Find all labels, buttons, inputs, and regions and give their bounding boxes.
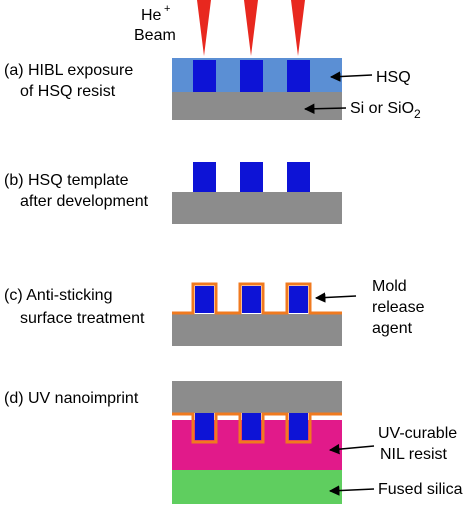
- mold-callout-line3: agent: [372, 320, 413, 337]
- substrate-callout-subscript: 2: [414, 107, 421, 121]
- step-c-release-agent-coating: [172, 282, 342, 315]
- step-c-stack: [172, 282, 342, 346]
- uv-callout-line1: UV-curable: [378, 425, 457, 442]
- step-a-exposed-feature-2: [240, 60, 263, 92]
- step-c-hsq-feature-1: [195, 286, 214, 313]
- nil-resist-arrow: [328, 443, 375, 455]
- beam-cone-2: [244, 0, 258, 56]
- step-c-title-line2: surface treatment: [20, 310, 145, 327]
- uv-callout-line2: NIL resist: [380, 446, 448, 463]
- step-d-mold-feature-3: [289, 413, 308, 440]
- release-agent-arrow: [314, 292, 357, 303]
- beam-label-beam: Beam: [134, 27, 176, 44]
- step-b-hsq-feature-2: [240, 162, 263, 192]
- beam-cone-3: [291, 0, 305, 56]
- step-d-mold-feature-1: [195, 413, 214, 440]
- step-b-hsq-feature-1: [193, 162, 216, 192]
- he-beam-label: He + Beam: [134, 3, 176, 44]
- beam-label-superscript: +: [164, 3, 170, 15]
- fused-silica-arrow: [328, 485, 375, 496]
- step-b-title-line1: (b) HSQ template: [4, 172, 129, 189]
- step-b-title-line2: after development: [20, 193, 149, 210]
- step-d-mold-substrate: [172, 381, 342, 413]
- substrate-callout-main: Si or SiO: [350, 100, 414, 117]
- step-d-stack: [172, 381, 342, 504]
- mold-callout-line1: Mold: [372, 278, 407, 295]
- step-a-exposed-feature-1: [193, 60, 216, 92]
- step-a-substrate: [172, 92, 342, 120]
- step-b-substrate: [172, 192, 342, 224]
- hsq-arrow: [329, 71, 373, 82]
- step-a-stack: [172, 58, 342, 120]
- step-d-fused-silica: [172, 470, 342, 504]
- beam-cone-1: [197, 0, 211, 56]
- beam-label-he: He: [141, 7, 162, 24]
- he-beam-cones: [197, 0, 305, 56]
- step-a-exposed-feature-3: [287, 60, 310, 92]
- substrate-callout: Si or SiO2: [350, 100, 421, 121]
- step-d-mold-feature-2: [242, 413, 261, 440]
- step-b-hsq-feature-3: [287, 162, 310, 192]
- step-c-title-line1: (c) Anti-sticking: [4, 287, 112, 304]
- hsq-callout: HSQ: [376, 69, 411, 86]
- step-d-release-agent-coating: [172, 412, 342, 444]
- step-d-title: (d) UV nanoimprint: [4, 390, 139, 407]
- step-c-substrate: [172, 314, 342, 346]
- substrate-arrow: [303, 103, 347, 115]
- step-a-title-line1: (a) HIBL exposure: [4, 62, 133, 79]
- step-c-hsq-feature-2: [242, 286, 261, 313]
- step-b-stack: [172, 162, 342, 224]
- step-a-title-line2: of HSQ resist: [20, 83, 116, 100]
- fused-silica-callout: Fused silica: [378, 481, 463, 498]
- mold-callout-line2: release: [372, 299, 425, 316]
- step-c-hsq-feature-3: [289, 286, 308, 313]
